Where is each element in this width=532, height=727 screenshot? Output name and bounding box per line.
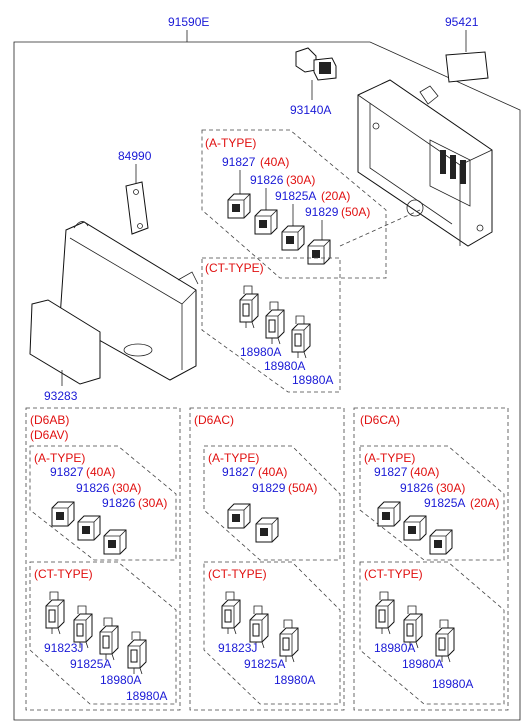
ct-type-part-1: 18980A — [240, 345, 281, 359]
fuse-a-91825a — [281, 225, 305, 251]
d6ab-fuse-a-3 — [103, 529, 127, 555]
fuse-ct-3 — [291, 315, 311, 359]
d6ca-ct-part-2: 18980A — [402, 657, 443, 671]
d6ab-a-code-2: 91826 — [76, 481, 110, 495]
d6ab-a-rating-2: (30A) — [112, 481, 141, 495]
d6ca-fuse-ct-3 — [435, 619, 455, 663]
d6av-title: (D6AV) — [30, 428, 68, 442]
part-number-cover-pad: 93283 — [44, 389, 78, 403]
d6ab-fuse-a-2 — [77, 515, 101, 541]
fuse-a-91829 — [307, 239, 331, 265]
d6ca-title: (D6CA) — [360, 413, 400, 427]
d6ca-a-rating-2: (30A) — [436, 481, 465, 495]
ct-type-part-2: 18980A — [264, 359, 305, 373]
d6ca-fuse-ct-1 — [375, 591, 395, 635]
d6ac-a-type-title: (A-TYPE) — [208, 451, 259, 465]
d6ac-a-rating-2: (50A) — [288, 481, 317, 495]
ct-type-title: (CT-TYPE) — [205, 261, 264, 275]
d6ab-fuse-ct-1 — [45, 591, 65, 635]
a-type-title: (A-TYPE) — [205, 136, 256, 150]
part-number-connector: 93140A — [290, 103, 331, 117]
a-type-part-code-1: 91827 — [222, 155, 256, 169]
a-type-part-code-2: 91826 — [250, 173, 284, 187]
d6ca-ct-part-1: 18980A — [374, 641, 415, 655]
a-type-part-rating-3: (20A) — [321, 189, 350, 203]
a-type-part-code-4: 91829 — [305, 205, 339, 219]
d6ab-ct-part-3: 18980A — [100, 673, 141, 687]
part-number-label: 95421 — [445, 15, 479, 29]
d6ab-fuse-ct-3 — [99, 617, 119, 661]
a-type-part-code-3: 91825A — [275, 189, 316, 203]
label-sticker — [445, 51, 489, 83]
d6ab-ct-part-4: 18980A — [126, 689, 167, 703]
d6ab-a-code-1: 91827 — [50, 465, 84, 479]
d6ac-a-rating-1: (40A) — [258, 465, 287, 479]
d6ac-title: (D6AC) — [194, 413, 234, 427]
fuse-ct-1 — [239, 285, 259, 329]
d6ca-a-code-1: 91827 — [374, 465, 408, 479]
d6ab-a-code-3: 91826 — [102, 496, 136, 510]
d6ac-ct-part-3: 18980A — [274, 673, 315, 687]
d6ab-ct-part-1: 91823J — [44, 641, 83, 655]
d6ab-title: (D6AB) — [30, 413, 69, 427]
d6ac-fuse-a-2 — [255, 517, 279, 543]
d6ab-a-type-title: (A-TYPE) — [34, 451, 85, 465]
d6ca-ct-type-title: (CT-TYPE) — [364, 567, 423, 581]
d6ac-ct-type-title: (CT-TYPE) — [208, 567, 267, 581]
d6ac-a-code-2: 91829 — [252, 481, 286, 495]
d6ac-a-code-1: 91827 — [222, 465, 256, 479]
connector-part — [295, 47, 337, 81]
d6ac-ct-part-2: 91825A — [244, 657, 285, 671]
cover-pad — [29, 299, 101, 385]
d6ca-a-code-2: 91826 — [400, 481, 434, 495]
d6ab-a-rating-3: (30A) — [138, 496, 167, 510]
fuse-a-91827 — [227, 193, 251, 219]
d6ca-fuse-a-2 — [403, 515, 427, 541]
d6ca-ct-part-3: 18980A — [432, 677, 473, 691]
d6ca-a-rating-3: (20A) — [470, 496, 499, 510]
d6ac-ct-part-1: 91823J — [218, 641, 257, 655]
part-number-clip: 84990 — [118, 149, 152, 163]
d6ac-fuse-a-1 — [227, 503, 251, 529]
a-type-part-rating-2: (30A) — [286, 173, 315, 187]
d6ca-a-type-title: (A-TYPE) — [364, 451, 415, 465]
fuse-a-91826 — [254, 209, 278, 235]
d6ab-a-rating-1: (40A) — [86, 465, 115, 479]
d6ab-ct-part-2: 91825A — [70, 657, 111, 671]
d6ab-fuse-a-1 — [51, 501, 75, 527]
d6ca-a-rating-1: (40A) — [410, 465, 439, 479]
clip-part — [125, 181, 149, 235]
d6ac-fuse-ct-1 — [221, 591, 241, 635]
d6ca-a-code-3: 91825A — [424, 496, 465, 510]
fuse-box-base — [357, 79, 493, 247]
fuse-ct-2 — [265, 301, 285, 345]
part-number-main-box: 91590E — [168, 15, 209, 29]
d6ca-fuse-a-3 — [429, 529, 453, 555]
a-type-part-rating-1: (40A) — [260, 155, 289, 169]
a-type-part-rating-4: (50A) — [341, 205, 370, 219]
d6ab-ct-type-title: (CT-TYPE) — [34, 567, 93, 581]
d6ac-fuse-ct-3 — [279, 619, 299, 663]
d6ca-fuse-a-1 — [377, 501, 401, 527]
ct-type-part-3: 18980A — [292, 373, 333, 387]
d6ab-fuse-ct-4 — [127, 631, 147, 675]
